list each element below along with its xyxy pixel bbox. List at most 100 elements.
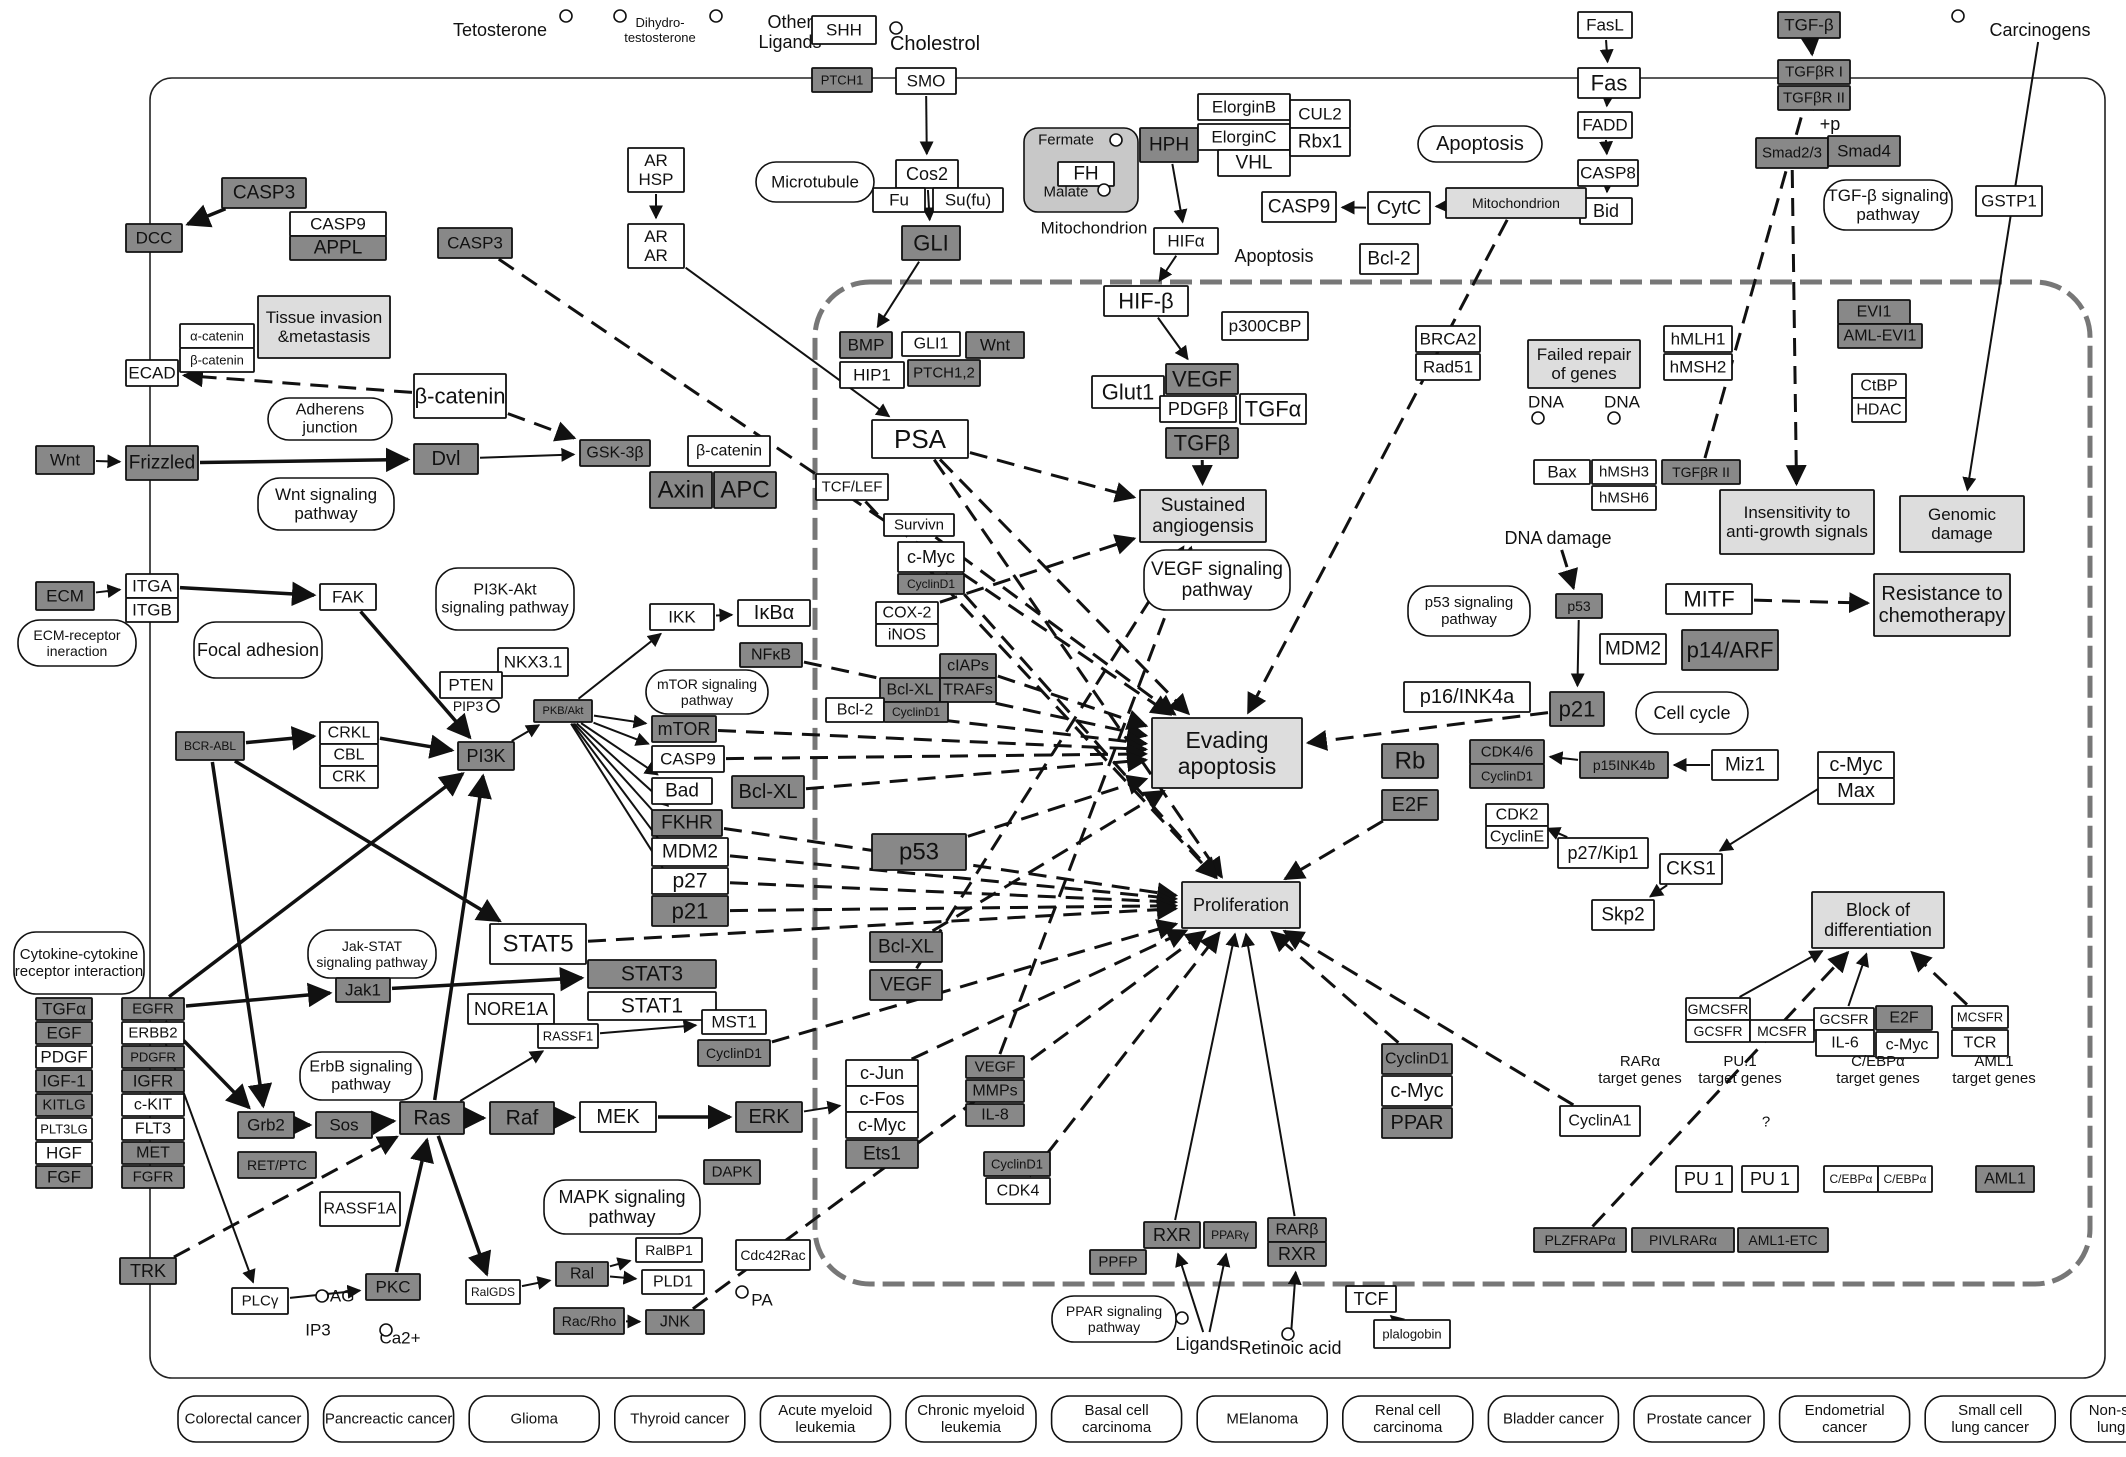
node-rxr2: RXR xyxy=(1268,1242,1326,1266)
dvl-label: Dvl xyxy=(432,448,461,470)
node-rbx1: Rbx1 xyxy=(1290,128,1350,156)
node-mek: MEK xyxy=(580,1102,656,1132)
cancer-type-1: Colorectal cancer xyxy=(178,1396,308,1442)
mdm2_akt-label: MDM2 xyxy=(662,842,718,863)
bad-label: Bad xyxy=(665,781,699,802)
node-hmlh1: hMLH1 xyxy=(1664,326,1732,352)
edge-carcinogens-to-genomic-damage xyxy=(1967,42,2038,490)
aml_evi1-label: AML-EVI1 xyxy=(1844,328,1917,345)
node-hmsh2: hMSH2 xyxy=(1664,354,1732,380)
node-pld1: PLD1 xyxy=(642,1270,704,1294)
node-nore1a: NORE1A xyxy=(468,994,554,1024)
gcsfr2-label: GCSFR xyxy=(1820,1011,1869,1027)
node-max: Max xyxy=(1818,778,1894,804)
ralbp1-label: RalBP1 xyxy=(645,1242,693,1258)
edge-hifb-to-vegf-top xyxy=(1158,318,1188,360)
cancer-type-label: Pancreactic cancer xyxy=(325,1411,453,1428)
pivlrara-label: PIVLRARα xyxy=(1649,1232,1717,1248)
node-cyclind1-small: CyclinD1 xyxy=(884,702,948,722)
cyclind1_erk-label: CyclinD1 xyxy=(991,1157,1043,1172)
dapk-label: DAPK xyxy=(712,1164,753,1181)
node-p16: p16/INK4a xyxy=(1404,682,1530,712)
ptch1-label: PTCH1 xyxy=(821,73,864,88)
mmps-label: MMPs xyxy=(972,1083,1017,1100)
edge-pkb-akt-to-mtor xyxy=(594,716,646,724)
edge-cos2-to-gli xyxy=(928,190,930,220)
tgfb_pathway-line-2-label: pathway xyxy=(1856,205,1920,224)
node-jak1: Jak1 xyxy=(336,978,390,1002)
cancer-type-3: Glioma xyxy=(469,1396,599,1442)
node-miz1: Miz1 xyxy=(1712,750,1778,780)
vegf_pathway-line-2-label: pathway xyxy=(1182,580,1253,601)
node-rac-rho: Rac/Rho xyxy=(554,1308,624,1334)
p21_akt-label: p21 xyxy=(672,899,709,924)
node-raf: Raf xyxy=(490,1102,554,1134)
node-dna-damage: DNA damage xyxy=(1504,528,1611,548)
cancer-types-row: Colorectal cancer Pancreactic cancer Gliom… xyxy=(178,1396,2126,1442)
node-bad: Bad xyxy=(652,778,712,804)
adherens-line-2-label: junction xyxy=(301,419,357,436)
edge-frizzled-to-dvl xyxy=(200,460,408,463)
node-cyclina1: CyclinA1 xyxy=(1560,1106,1640,1136)
node-cox2: COX-2 xyxy=(876,602,938,624)
pu1_target-line-1-label: PU.1 xyxy=(1723,1053,1756,1070)
node-aml1: AML1 xyxy=(1976,1166,2034,1192)
node-testosterone: Tetosterone xyxy=(453,20,547,40)
node-trk: TRK xyxy=(120,1258,176,1284)
node-e2f-cebp: E2F xyxy=(1876,1006,1932,1030)
node-egf: EGF xyxy=(36,1022,92,1044)
tissue_invasion-line-2-label: &metastasis xyxy=(278,327,371,346)
node-vegf-top: VEGF xyxy=(1166,364,1238,394)
cmyc_max-label: c-Myc xyxy=(1829,754,1882,776)
miz1-label: Miz1 xyxy=(1725,755,1765,776)
node-pi3k: PI3K xyxy=(458,742,514,770)
node-aml-evi1: AML-EVI1 xyxy=(1838,324,1922,348)
edge-tgfb-to-tgfbr1 xyxy=(1811,40,1812,54)
testosterone-label: Tetosterone xyxy=(453,20,547,40)
cjun-label: c-Jun xyxy=(860,1063,904,1083)
edge-smo-to-cos2 xyxy=(926,96,927,154)
node-mcsfr1: MCSFR xyxy=(1750,1020,1814,1042)
ligand-marker-7 xyxy=(890,22,902,34)
cancer-type-label: lung cancer xyxy=(1951,1419,2029,1436)
edge-pkb-akt-to-casp9-akt xyxy=(594,723,649,744)
edge-cmyc-max-to-cks1 xyxy=(1720,779,1834,851)
cancer-type-2: Pancreactic cancer xyxy=(324,1396,454,1442)
node-gli1: GLI1 xyxy=(902,332,960,356)
edge-psa-to-sustained xyxy=(970,453,1134,498)
mcsfr2-label: MCSFR xyxy=(1957,1010,2003,1025)
edge-p53-mid-to-evading xyxy=(968,779,1146,836)
ligand-marker-10 xyxy=(316,1290,328,1302)
edge-hph-to-hifa xyxy=(1172,164,1182,222)
ligand-marker-12 xyxy=(736,1286,748,1298)
node-fadd: FADD xyxy=(1578,112,1632,138)
p53_mid-label: p53 xyxy=(899,839,939,866)
tgfa_l-label: TGFα xyxy=(42,1000,86,1019)
node-ralgds: RalGDS xyxy=(466,1280,520,1304)
edge-ligands-to-ppary xyxy=(1210,1254,1226,1332)
node-rarb: RARβ xyxy=(1268,1218,1326,1242)
cfos-label: c-Fos xyxy=(860,1089,905,1109)
met-label: MET xyxy=(136,1145,170,1162)
gstp1-label: GSTP1 xyxy=(1981,192,2037,211)
node-tgfbr2-low: TGFβR II xyxy=(1662,460,1740,484)
p14arf-label: p14/ARF xyxy=(1687,638,1774,663)
node-shh: SHH xyxy=(812,16,876,44)
casp8-label: CASP8 xyxy=(1580,164,1636,183)
pi3k_pathway-line-1-label: PI3K-Akt xyxy=(473,582,537,599)
aml1_etc-label: AML1-ETC xyxy=(1748,1232,1817,1248)
pa-label: PA xyxy=(751,1291,773,1310)
genomic_damage-line-2-label: damage xyxy=(1931,524,1992,543)
fh-label: FH xyxy=(1073,164,1098,185)
jak_pathway-line-1-label: Jak-STAT xyxy=(342,938,403,954)
node-pa: PA xyxy=(751,1291,773,1310)
node-bcl2-mid: Bcl-2 xyxy=(1360,244,1418,274)
cancer-type-4: Thyroid cancer xyxy=(615,1396,745,1442)
